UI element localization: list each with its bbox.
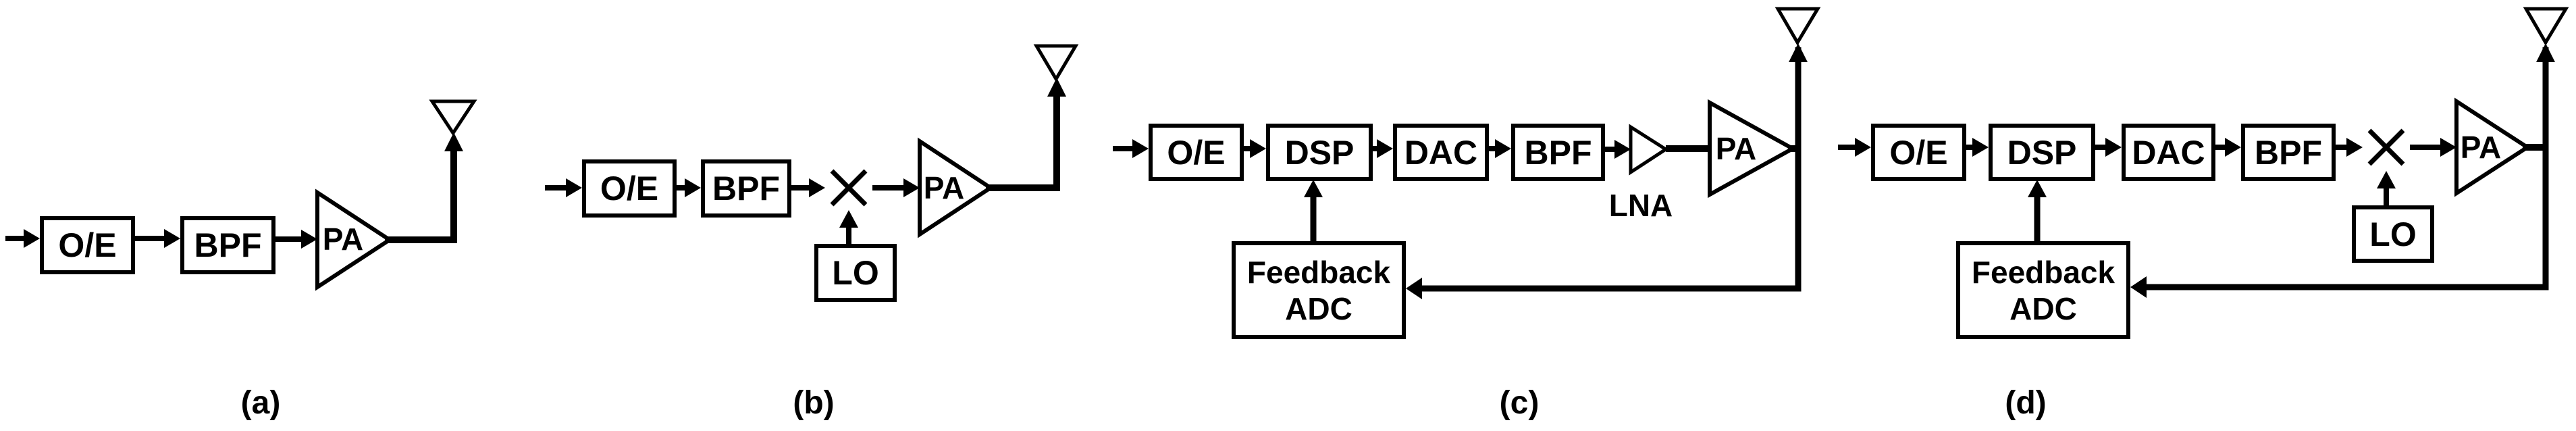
a-oe-bpf-arrow-head — [164, 229, 180, 248]
b-antenna-feed-arrow-head — [1047, 78, 1066, 97]
b-oe-block: O/E — [582, 159, 677, 218]
d-oe-block: O/E — [1871, 124, 1966, 181]
d-adc-dsp-arrow-head — [2028, 180, 2047, 197]
diagram-c — [1113, 7, 1821, 299]
d-pa-amplifier-icon — [2454, 97, 2531, 197]
diagram-a — [5, 99, 477, 291]
b-bpf-block: BPF — [701, 159, 791, 218]
a-pa-antenna-line — [385, 143, 457, 243]
b-oe-bpf-arrow-head — [685, 178, 701, 197]
d-pa-label: PA — [2460, 130, 2502, 165]
d-feedback-adc-line1: Feedback — [1971, 254, 2115, 290]
c-oe-block: O/E — [1149, 124, 1244, 181]
diagram-b — [545, 44, 1079, 244]
c-bpf-block: BPF — [1511, 124, 1605, 181]
b-mixer-pa-arrow-head — [903, 178, 920, 197]
b-lo-block: LO — [814, 244, 897, 302]
b-bpf-mixer-arrow-head — [809, 178, 825, 197]
c-adc-dsp-arrow-head — [1304, 180, 1323, 197]
c-antenna-feedback-line — [1413, 47, 1802, 292]
a-pa-amplifier-icon — [315, 188, 394, 291]
d-bpf-block: BPF — [2241, 124, 2336, 181]
b-pa-antenna-line — [986, 88, 1060, 191]
diagram-d — [1838, 7, 2569, 298]
d-oe-dsp-arrow-head — [1972, 138, 1989, 157]
c-pa-label: PA — [1715, 131, 1757, 166]
b-input-arrow-head — [566, 178, 582, 197]
c-pa-amplifier-icon — [1708, 99, 1797, 199]
c-lna-amplifier-icon — [1629, 124, 1669, 176]
b-antenna-icon — [1033, 44, 1079, 82]
c-oe-dsp-arrow-head — [1250, 139, 1266, 158]
d-dac-bpf-arrow-head — [2225, 138, 2241, 157]
c-dac-block: DAC — [1393, 124, 1489, 181]
d-feedback-adc-block: Feedback ADC — [1956, 241, 2130, 339]
c-dac-bpf-arrow-head — [1495, 139, 1511, 158]
d-mixer-x-stroke2 — [2367, 128, 2405, 166]
d-feedback-adc-line2: ADC — [2009, 290, 2077, 326]
d-antenna-icon — [2523, 7, 2569, 46]
b-pa-amplifier-icon — [918, 137, 995, 238]
a-pa-label: PA — [322, 222, 364, 257]
a-antenna-icon — [429, 99, 477, 136]
d-antenna-feedback-line — [2140, 47, 2549, 290]
d-bpf-mixer-arrow-head — [2346, 138, 2363, 157]
c-dsp-dac-arrow-head — [1377, 139, 1393, 158]
c-input-arrow-head — [1132, 139, 1149, 158]
a-caption: (a) — [240, 385, 281, 421]
b-pa-label: PA — [923, 170, 965, 205]
a-bpf-pa-arrow-head — [301, 230, 317, 249]
c-feedback-adc-line2: ADC — [1285, 290, 1352, 326]
c-feedback-adc-block: Feedback ADC — [1232, 241, 1406, 339]
d-dsp-dac-arrow-head — [2105, 138, 2122, 157]
c-caption: (c) — [1499, 385, 1540, 421]
c-feedback-adc-line1: Feedback — [1246, 254, 1391, 290]
b-caption: (b) — [793, 385, 835, 421]
a-bpf-block: BPF — [180, 216, 275, 274]
a-antenna-feed-arrow-head — [444, 132, 463, 151]
d-lo-mixer-arrow-head — [2377, 171, 2396, 188]
d-dsp-block: DSP — [1989, 124, 2095, 181]
d-feedback-arrow-head — [2130, 276, 2147, 298]
d-antenna-feed-arrow-head — [2536, 43, 2555, 62]
c-lna-label: LNA — [1608, 188, 1673, 223]
d-caption: (d) — [2005, 385, 2047, 421]
d-mixer-pa-arrow-head — [2440, 138, 2456, 157]
c-antenna-icon — [1775, 7, 1821, 46]
a-input-arrow-head — [24, 229, 40, 248]
d-dac-block: DAC — [2122, 124, 2215, 181]
c-antenna-feed-arrow-head — [1789, 43, 1808, 62]
d-lo-block: LO — [2352, 205, 2434, 263]
d-input-arrow-head — [1855, 138, 1871, 157]
a-oe-block: O/E — [40, 216, 135, 274]
b-mixer-x-stroke2 — [830, 169, 868, 207]
b-lo-mixer-arrow-head — [839, 210, 858, 228]
c-feedback-arrow-head — [1406, 278, 1422, 299]
c-bpf-lna-arrow-head — [1614, 140, 1631, 159]
c-dsp-block: DSP — [1266, 124, 1373, 181]
